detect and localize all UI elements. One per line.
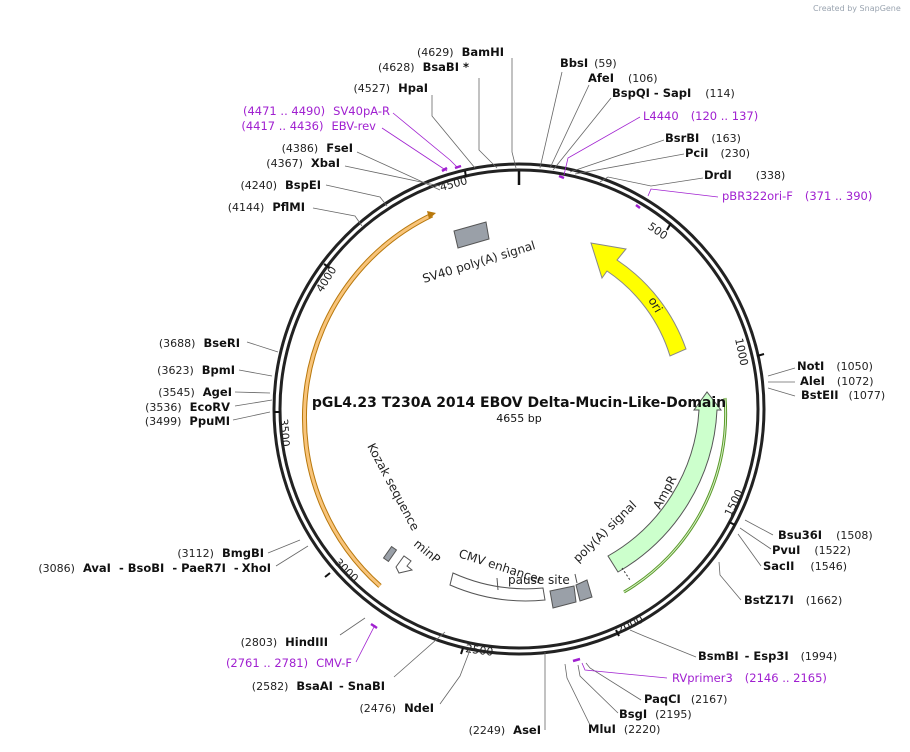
backbone-inner-ring <box>278 168 760 650</box>
tick-500: 500 <box>645 220 670 243</box>
luc-arrowhead <box>427 211 436 219</box>
site-label-afei: AfeI(106) <box>588 71 658 85</box>
kozak-box <box>382 545 398 563</box>
plasmid-length: 4655 bp <box>496 412 541 425</box>
tick-3500: 3500 <box>277 418 292 447</box>
watermark-text: Created by SnapGene <box>813 4 901 13</box>
primer-label-rvprimer3: RVprimer3(2146 .. 2165) <box>672 671 827 685</box>
site-label-drdi: DrdI(338) <box>704 168 785 182</box>
site-label-sacii: SacII(1546) <box>763 559 847 573</box>
minp-label: minP <box>411 537 443 567</box>
site-label-avai-group: (3086)AvaI-BsoBI-PaeR7I-XhoI <box>38 561 271 575</box>
scale-ticks <box>274 170 765 655</box>
ampr-promoter-dash <box>621 567 631 581</box>
site-label-bsteii: BstEII(1077) <box>801 388 885 402</box>
site-label-bsrbi: BsrBI(163) <box>665 131 741 145</box>
site-label-xbai: (4367)XbaI <box>266 156 340 170</box>
plasmid-title: pGL4.23 T230A 2014 EBOV Delta-Mucin-Like… <box>312 395 726 411</box>
site-label-alei: AleI(1072) <box>800 374 874 388</box>
primer-label-pbr322ori-f: pBR322ori-F(371 .. 390) <box>722 189 872 203</box>
site-label-bsgi: BsgI(2195) <box>619 707 692 721</box>
primer-label-ebv-rev: (4417 .. 4436)EBV-rev <box>241 119 376 133</box>
pause-site-box <box>549 585 577 609</box>
site-label-hindiii: (2803)HindIII <box>241 635 328 649</box>
primer-label-l4440: L4440(120 .. 137) <box>643 109 758 123</box>
primer-marks <box>370 164 641 663</box>
tick-1000: 1000 <box>732 337 751 367</box>
minp-arrow <box>395 555 414 574</box>
site-label-ndei: (2476)NdeI <box>359 701 434 715</box>
polya-signal-box <box>575 579 593 602</box>
site-label-bstz17i: BstZ17I(1662) <box>744 593 842 607</box>
site-label-ecorv: (3536)EcoRV <box>145 400 230 414</box>
site-label-paqci: PaqCI(2167) <box>644 692 727 706</box>
primer-label-cmv-f: (2761 .. 2781)CMV-F <box>226 656 352 670</box>
site-label-bsmbi-esp3i: BsmBI-Esp3I(1994) <box>698 649 837 663</box>
site-label-bpmi: (3623)BpmI <box>157 363 235 377</box>
site-label-hpai: (4527)HpaI <box>354 81 428 95</box>
pause-site-label: pause site <box>508 573 570 587</box>
site-connectors <box>232 58 796 730</box>
site-label-bspqi-sapi: BspQI-SapI(114) <box>612 86 735 100</box>
site-label-bsu36i: Bsu36I(1508) <box>778 528 873 542</box>
kozak-label: Kozak sequence <box>364 441 422 533</box>
site-label-bsaai-snabi: (2582)BsaAI-SnaBI <box>252 679 385 693</box>
sv40-polya-box <box>453 221 490 249</box>
ori-label: ori <box>645 295 665 316</box>
site-label-bamhi: (4629)BamHI <box>417 45 504 59</box>
site-label-asei: (2249)AseI <box>469 723 541 737</box>
tick-2500: 2500 <box>465 642 495 659</box>
site-label-pvui: PvuI(1522) <box>772 543 851 557</box>
site-label-agei: (3545)AgeI <box>158 385 232 399</box>
primer-connectors <box>355 112 719 679</box>
tick-2000: 2000 <box>615 613 646 637</box>
site-label-fsei: (4386)FseI <box>282 141 353 155</box>
site-label-bspei: (4240)BspEI <box>240 178 321 192</box>
backbone-outer-ring <box>272 162 766 656</box>
site-label-pcii: PciI(230) <box>685 146 750 160</box>
ampr-feature-arrow <box>607 391 723 573</box>
site-label-bsabi: (4628)BsaBI * <box>378 60 469 74</box>
ori-feature-arrow <box>590 242 687 357</box>
site-label-bseri: (3688)BseRI <box>159 336 240 350</box>
site-label-pflmi: (4144)PflMI <box>228 200 305 214</box>
tick-1500: 1500 <box>722 487 746 518</box>
primer-label-sv40pa-r: (4471 .. 4490)SV40pA-R <box>243 104 390 118</box>
site-label-ppumi: (3499)PpuMI <box>145 414 230 428</box>
site-label-bmgbi: (3112)BmgBI <box>177 546 264 560</box>
site-label-noti: NotI(1050) <box>797 359 873 373</box>
sv40-polya-label: SV40 poly(A) signal <box>421 238 537 286</box>
site-label-mlui: MluI(2220) <box>588 722 660 736</box>
site-label-bbsi: BbsI(59) <box>560 56 617 70</box>
